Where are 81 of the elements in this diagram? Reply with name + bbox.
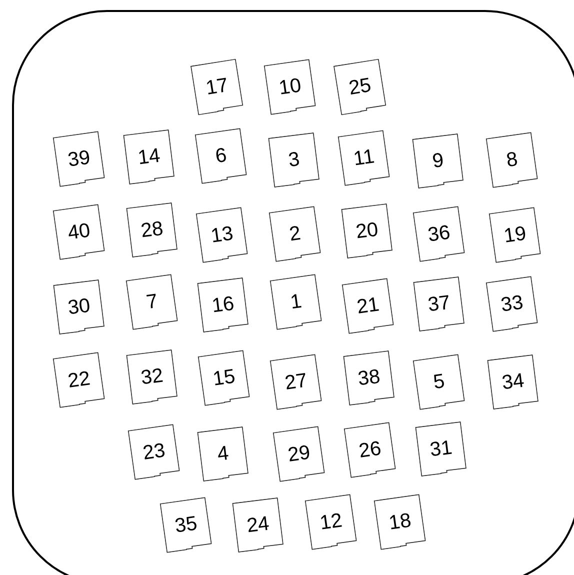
numbered-tile (338, 130, 390, 186)
tile-number: 26 (358, 438, 382, 462)
numbered-tile (196, 207, 248, 263)
numbered-tile (270, 354, 322, 410)
numbered-tile (123, 129, 175, 185)
tile-number: 24 (246, 514, 270, 536)
numbered-tile (197, 277, 249, 333)
tile-number: 40 (66, 220, 92, 244)
tile-number: 23 (142, 440, 166, 464)
tile-number: 2 (288, 223, 302, 245)
tile-number: 8 (505, 149, 519, 171)
numbered-tile (412, 133, 464, 189)
numbered-tile (344, 422, 396, 478)
tile-number: 38 (356, 366, 382, 390)
tile-number: 19 (502, 224, 528, 246)
tile-number: 20 (354, 220, 380, 242)
numbered-tile (486, 276, 538, 332)
numbered-tile (128, 424, 180, 480)
tile-number: 22 (66, 368, 92, 392)
tile-number: 17 (204, 75, 230, 99)
tile-number: 21 (356, 294, 380, 318)
numbered-tile (52, 204, 106, 260)
numbered-tile (270, 274, 322, 330)
numbered-tile (198, 350, 250, 406)
numbered-tile (268, 132, 320, 188)
numbered-tile (343, 350, 395, 406)
numbered-tile (333, 58, 387, 116)
tile-number: 27 (284, 370, 308, 394)
tile-number: 36 (426, 222, 452, 246)
numbered-tile (52, 352, 106, 408)
tile-number: 5 (432, 371, 446, 393)
numbered-tile (194, 128, 248, 184)
numbered-tile (415, 421, 467, 477)
tile-number: 29 (286, 442, 312, 466)
numbered-tile (412, 206, 466, 262)
numbered-tile (488, 207, 542, 263)
rounded-frame (12, 10, 574, 575)
tile-number: 18 (388, 510, 412, 534)
numbered-tile (412, 354, 466, 410)
tile-number: 37 (426, 292, 452, 316)
tile-number: 33 (500, 292, 524, 316)
tile-number: 4 (216, 443, 230, 465)
tile-number: 39 (66, 148, 92, 170)
tile-number: 28 (140, 218, 164, 242)
numbered-tile (190, 58, 244, 116)
numbered-tile (197, 426, 249, 482)
numbered-tile (413, 276, 465, 332)
tile-number: 25 (347, 75, 373, 99)
numbered-tile (342, 278, 394, 334)
tile-number: 10 (278, 76, 302, 98)
numbered-tile (126, 349, 178, 405)
tile-number: 14 (136, 146, 162, 168)
numbered-tile (264, 59, 316, 115)
tile-number: 31 (428, 438, 454, 460)
tile-number: 12 (318, 510, 344, 534)
numbered-tile (304, 494, 358, 550)
tile-number: 11 (352, 146, 376, 170)
numbered-tile (232, 497, 284, 553)
tile-number: 6 (214, 145, 228, 167)
numbered-tile (486, 132, 538, 188)
numbered-tile (160, 497, 212, 553)
tile-number: 1 (289, 291, 303, 313)
numbered-tile (126, 202, 178, 258)
tile-number: 9 (431, 150, 445, 172)
numbered-tile (487, 354, 539, 410)
tile-number: 35 (174, 514, 198, 536)
tile-number: 16 (210, 294, 236, 316)
tile-number: 15 (212, 366, 236, 390)
numbered-tile (374, 494, 426, 550)
tile-number: 32 (140, 366, 164, 388)
tile-number: 7 (145, 291, 159, 313)
numbered-tile (268, 206, 322, 262)
tile-number: 13 (210, 224, 234, 246)
tile-number: 30 (66, 296, 92, 318)
numbered-tile (52, 131, 106, 187)
numbered-tile (272, 426, 326, 482)
tile-number: 3 (287, 149, 301, 171)
numbered-tile (53, 279, 105, 335)
numbered-tile (126, 274, 178, 330)
tile-number: 34 (500, 370, 526, 394)
numbered-tile (341, 203, 393, 259)
